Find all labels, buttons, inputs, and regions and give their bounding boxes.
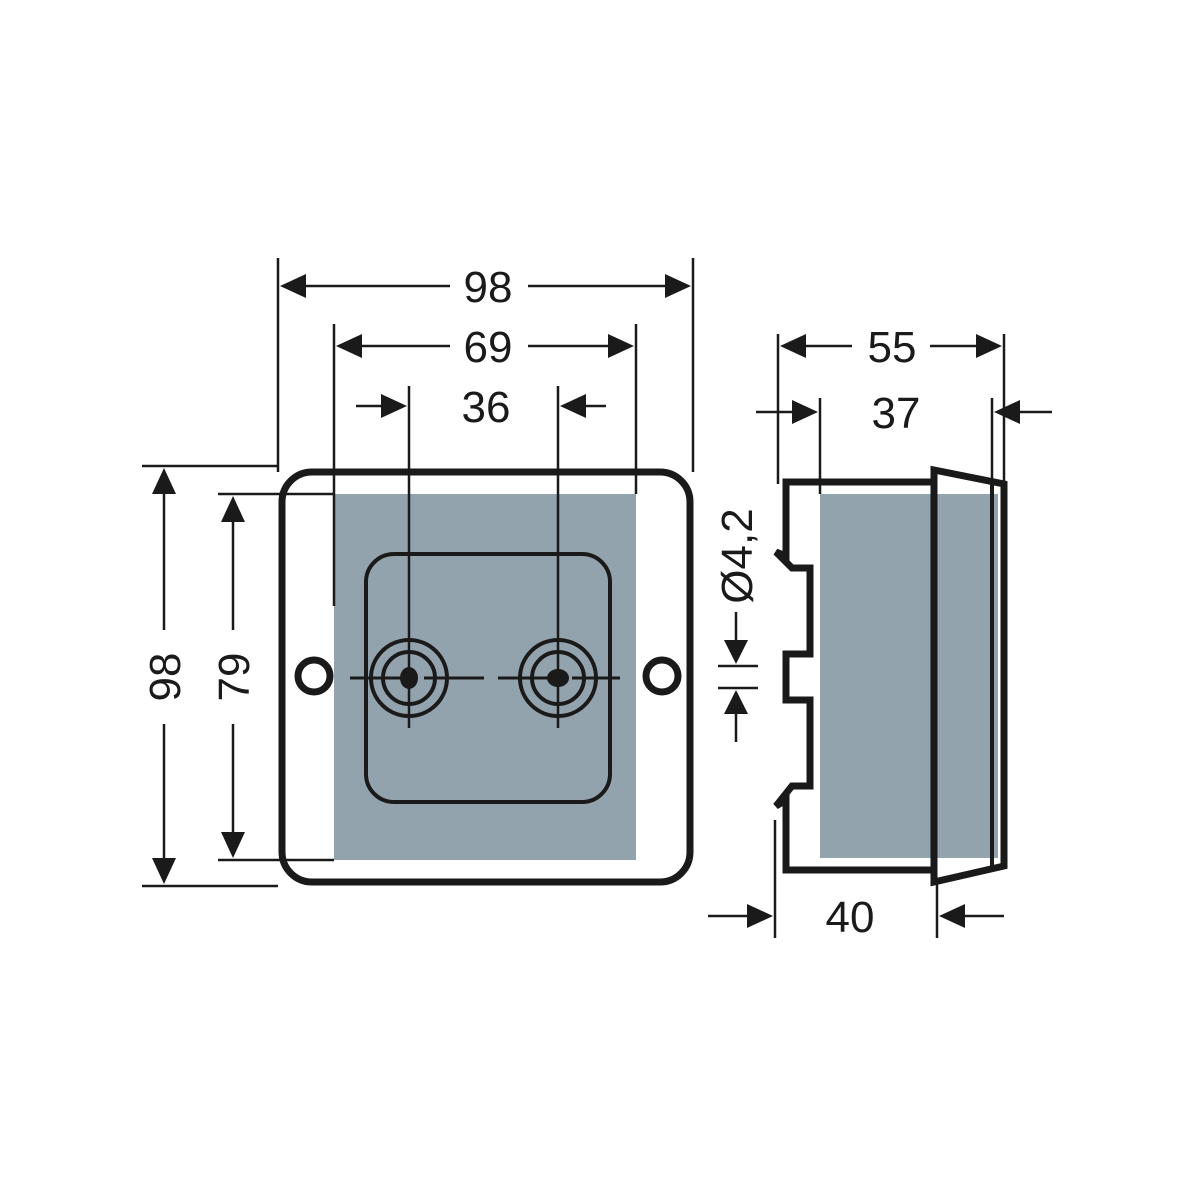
side-outline [773, 465, 1008, 887]
side-gray-panel [820, 494, 998, 858]
left-mounting-hole [294, 656, 334, 696]
front-outer-frame [278, 468, 694, 886]
dim-side-depth-inner: 37 [756, 389, 1052, 494]
dim-side-depth-base: 40 [708, 820, 1004, 942]
right-mounting-hole [642, 656, 682, 696]
label-front-hole-spacing: 36 [462, 383, 511, 432]
side-view [773, 465, 1008, 887]
label-side-depth-inner: 37 [872, 389, 921, 438]
dim-front-hole-spacing: 36 [356, 383, 606, 728]
label-hole-diameter: Ø4,2 [713, 508, 762, 603]
label-side-depth-outer: 55 [868, 323, 917, 372]
label-front-height-outer: 98 [141, 653, 190, 702]
dim-side-depth-outer: 55 [776, 323, 1006, 484]
front-view [278, 468, 694, 886]
label-front-height-inner: 79 [210, 653, 259, 702]
label-front-width-inner: 69 [464, 323, 513, 372]
label-side-depth-base: 40 [826, 893, 875, 942]
dim-front-width-outer: 98 [276, 258, 695, 472]
label-front-width-outer: 98 [464, 263, 513, 312]
dim-front-height-outer: 98 [141, 464, 278, 888]
dim-front-height-inner: 79 [210, 492, 334, 862]
dim-front-width-inner: 69 [332, 323, 638, 606]
dim-hole-diameter: Ø4,2 [713, 508, 762, 742]
